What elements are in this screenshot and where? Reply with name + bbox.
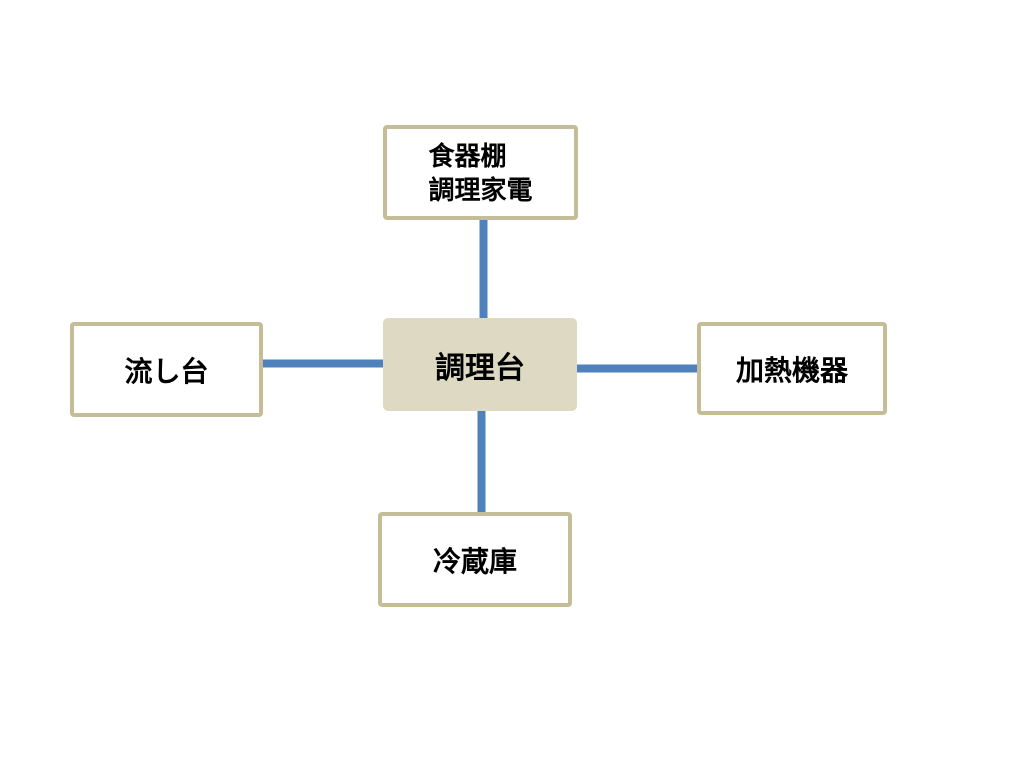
connector-center-to-cabinet (479, 219, 488, 321)
connector-center-to-refrigerator (477, 410, 486, 514)
connector-center-to-sink (261, 359, 385, 368)
node-cabinet-appliances: 食器棚 調理家電 (383, 125, 578, 220)
node-cabinet-appliances-label: 食器棚 調理家電 (428, 139, 532, 207)
node-label-line: 食器棚 (428, 140, 507, 171)
node-cooking-counter: 調理台 (383, 318, 577, 411)
node-heating-equipment-label: 加熱機器 (735, 354, 848, 386)
node-cooking-counter-label: 調理台 (435, 351, 525, 385)
node-sink-label: 流し台 (124, 355, 209, 387)
node-heating-equipment: 加熱機器 (697, 322, 887, 415)
node-refrigerator-label: 冷蔵庫 (432, 545, 517, 577)
connector-center-to-heater (575, 364, 699, 373)
node-sink: 流し台 (70, 322, 263, 417)
node-label-line: 調理家電 (428, 174, 533, 205)
node-refrigerator: 冷蔵庫 (378, 512, 572, 607)
